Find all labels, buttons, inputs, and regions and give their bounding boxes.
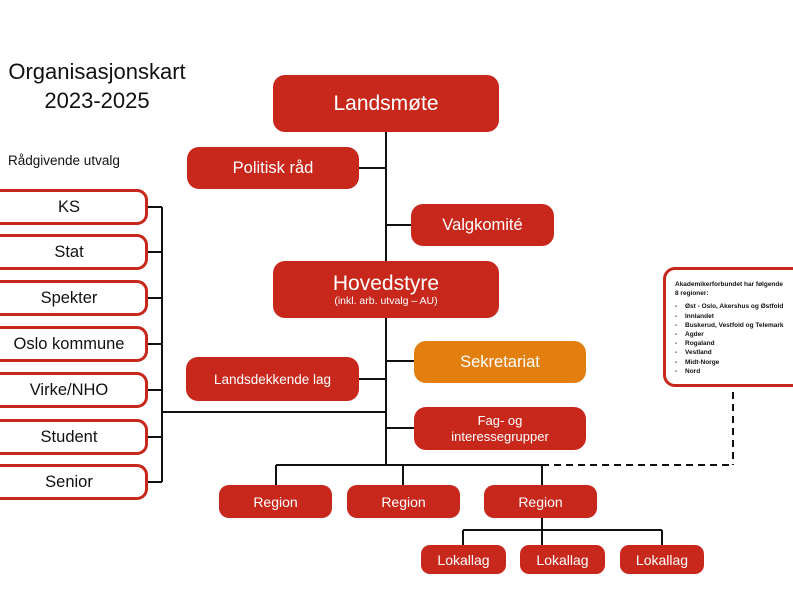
advisory-box-oslo-kommune: Oslo kommune [0, 326, 148, 362]
note-region-item: Innlandet [675, 312, 793, 321]
note-region-item: Øst - Oslo, Akershus og Østfold [675, 302, 793, 311]
note-region-item: Rogaland [675, 339, 793, 348]
advisory-box-ks: KS [0, 189, 148, 225]
advisory-label: Senior [45, 472, 93, 491]
title-line-1: Organisasjonskart [8, 59, 186, 84]
advisory-label: Stat [54, 242, 84, 261]
lokallag-label: Lokallag [437, 551, 490, 568]
landsdekkende-lag-box: Landsdekkende lag [186, 357, 359, 401]
fag-interessegrupper-box: Fag- og interessegrupper [414, 407, 586, 450]
lokallag-box: Lokallag [421, 545, 506, 574]
lokallag-label: Lokallag [635, 551, 689, 568]
region-box: Region [347, 485, 460, 518]
region-label: Region [518, 493, 563, 510]
note-region-item: Buskerud, Vestfold og Telemark [675, 321, 793, 330]
lokallag-box: Lokallag [520, 545, 605, 574]
advisory-box-spekter: Spekter [0, 280, 148, 316]
advisory-label: Oslo kommune [13, 334, 125, 353]
advisory-box-stat: Stat [0, 234, 148, 270]
advisory-label: KS [57, 197, 80, 216]
note-title-line-1: Akademikerforbundet har følgende [675, 281, 783, 288]
advisory-heading: Rådgivende utvalg [8, 153, 120, 168]
regions-note-box: Akademikerforbundet har følgende 8 regio… [663, 267, 793, 387]
fag-label-line-2: interessegrupper [451, 428, 549, 444]
note-region-item: Midt-Norge [675, 358, 793, 367]
hovedstyre-box: Hovedstyre (inkl. arb. utvalg – AU) [273, 261, 499, 318]
landsdekkende-lag-label: Landsdekkende lag [213, 371, 332, 387]
note-title-line-2: 8 regioner: [675, 290, 709, 298]
title-line-2: 2023-2025 [44, 88, 150, 113]
advisory-box-senior: Senior [0, 464, 148, 500]
hovedstyre-label: Hovedstyre [332, 271, 440, 295]
region-box: Region [484, 485, 597, 518]
advisory-label: Spekter [40, 288, 98, 307]
chart-title: Organisasjonskart 2023-2025 [0, 57, 202, 115]
hovedstyre-sublabel: (inkl. arb. utvalg – AU) [334, 294, 438, 307]
landsmote-label: Landsmøte [333, 91, 439, 115]
politisk-rad-label: Politisk råd [232, 158, 314, 177]
politisk-rad-box: Politisk råd [187, 147, 359, 189]
note-region-item: Nord [675, 367, 793, 376]
advisory-label: Student [40, 427, 98, 446]
region-label: Region [253, 493, 298, 510]
valgkomite-box: Valgkomité [411, 204, 554, 246]
landsmote-box: Landsmøte [273, 75, 499, 132]
advisory-box-virke-nho: Virke/NHO [0, 372, 148, 408]
note-region-item: Agder [675, 330, 793, 339]
advisory-label: Virke/NHO [29, 380, 109, 399]
lokallag-box: Lokallag [620, 545, 704, 574]
region-label: Region [381, 493, 426, 510]
region-box: Region [219, 485, 332, 518]
sekretariat-box: Sekretariat [414, 341, 586, 383]
lokallag-label: Lokallag [536, 551, 589, 568]
note-region-list: Øst - Oslo, Akershus og Østfold Innlande… [675, 302, 793, 376]
sekretariat-label: Sekretariat [460, 352, 540, 371]
advisory-box-student: Student [0, 419, 148, 455]
fag-label-line-1: Fag- og [477, 412, 523, 428]
valgkomite-label: Valgkomité [442, 215, 523, 234]
note-region-item: Vestland [675, 348, 793, 357]
